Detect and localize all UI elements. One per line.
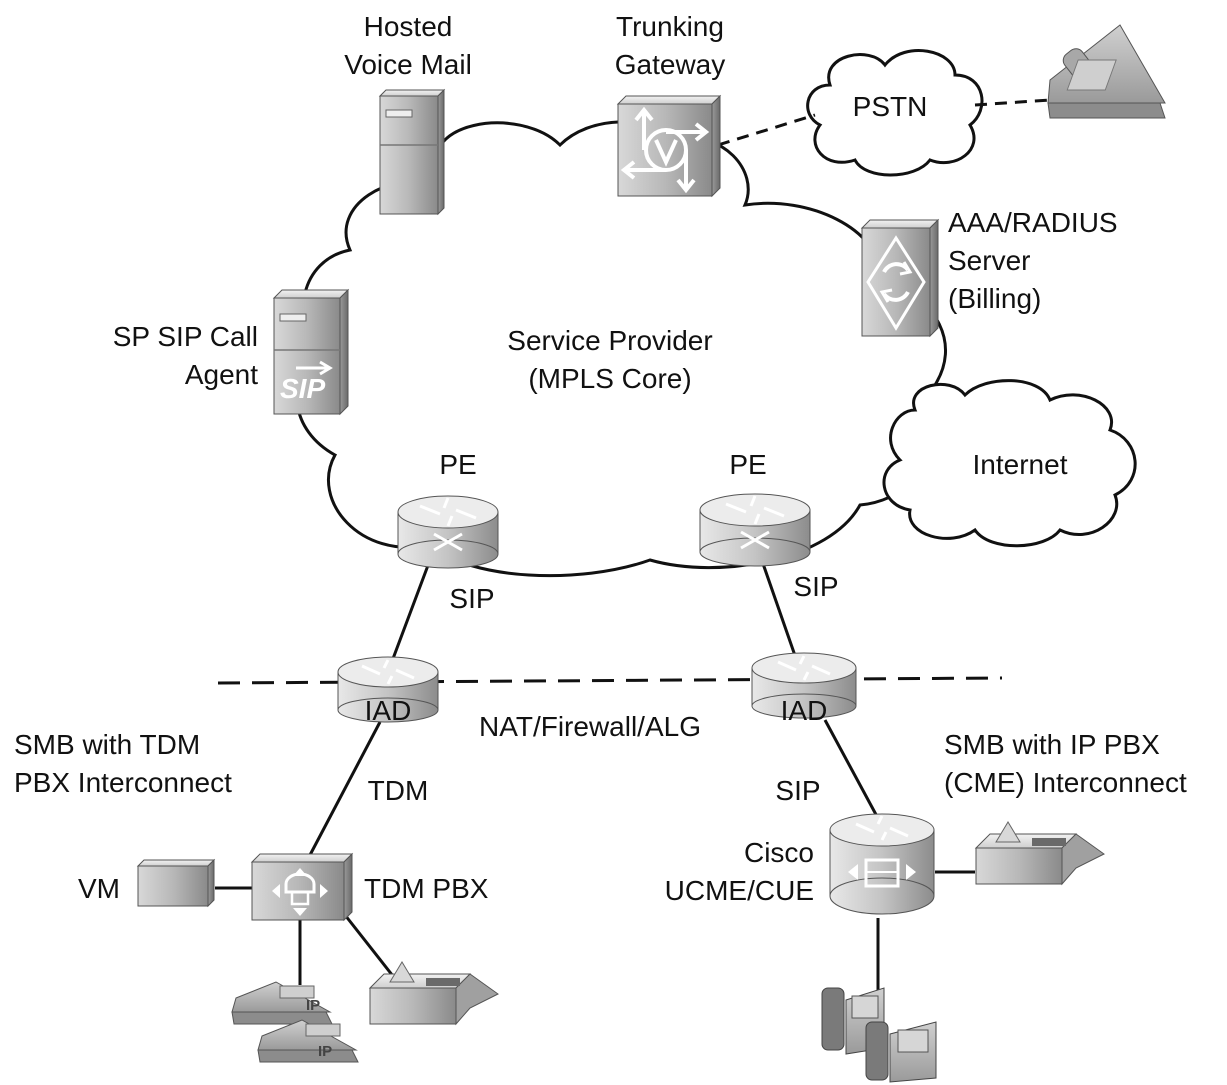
- nat-firewall-label: NAT/Firewall/ALG: [479, 711, 701, 742]
- radius-server-icon: [860, 218, 940, 338]
- ip-site-label: SMB with IP PBX (CME) Interconnect: [944, 729, 1187, 798]
- tdm-site-label: SMB with TDM PBX Interconnect: [14, 729, 232, 798]
- ip-phone-icon: [865, 1021, 937, 1083]
- voicemail-box-icon: [136, 858, 216, 908]
- vm-label: VM: [78, 873, 120, 904]
- ip-phone-label: IP: [318, 1043, 332, 1060]
- sip-left-label: SIP: [449, 583, 495, 614]
- router-icon: [699, 493, 811, 567]
- pstn-phone-link: [974, 98, 1051, 107]
- sip-logo-text: SIP: [280, 373, 325, 404]
- server-icon: [378, 88, 446, 216]
- nat-firewall-boundary: [217, 676, 1003, 685]
- ip-phone-label: IP: [306, 997, 320, 1014]
- router-icon: [751, 652, 857, 719]
- tdm-pbx-label: TDM PBX: [364, 873, 489, 904]
- trunking-gateway-label: Trunking Gateway: [614, 11, 726, 80]
- pe-iad-right-link: [758, 554, 802, 671]
- pstn-cloud: [806, 49, 984, 177]
- pbx-fax-link: [343, 914, 402, 986]
- internet-cloud: [882, 379, 1137, 548]
- pe-left-label: PE: [439, 449, 477, 480]
- internet-label: Internet: [972, 449, 1068, 480]
- sip-right-label: SIP: [793, 571, 839, 602]
- gateway-pstn-link: [717, 113, 816, 147]
- fax-icon: [368, 961, 499, 1026]
- router-icon: [337, 656, 439, 723]
- voice-gateway-icon: [616, 94, 722, 198]
- iad-left-label: IAD: [364, 695, 412, 726]
- iad-pbx-link: [308, 721, 382, 856]
- fax-icon: [974, 821, 1105, 886]
- ip-phone-icon: IP: [257, 1019, 359, 1063]
- sip-call-agent-label: SP SIP Call Agent: [112, 321, 258, 390]
- ucme-router-icon: [829, 813, 935, 915]
- service-provider-label: Service Provider (MPLS Core): [507, 325, 713, 394]
- iad-right-label: IAD: [780, 695, 828, 726]
- cisco-ucme-label: Cisco UCME/CUE: [664, 837, 814, 906]
- sip-server-icon: SIP: [272, 288, 350, 416]
- phone-icon: [1047, 24, 1166, 119]
- hosted-voice-mail-label: Hosted Voice Mail: [344, 11, 472, 80]
- pbx-icon: [250, 852, 354, 922]
- tdm-link-label: TDM: [367, 775, 429, 806]
- pstn-label: PSTN: [852, 91, 928, 122]
- aaa-radius-label: AAA/RADIUS Server (Billing): [948, 207, 1118, 314]
- router-icon: [397, 495, 499, 569]
- iad-ucme-link: [823, 719, 882, 823]
- sip-lower-label: SIP: [775, 775, 821, 806]
- pe-right-label: PE: [729, 449, 767, 480]
- ip-phone-icon: IP: [231, 981, 333, 1025]
